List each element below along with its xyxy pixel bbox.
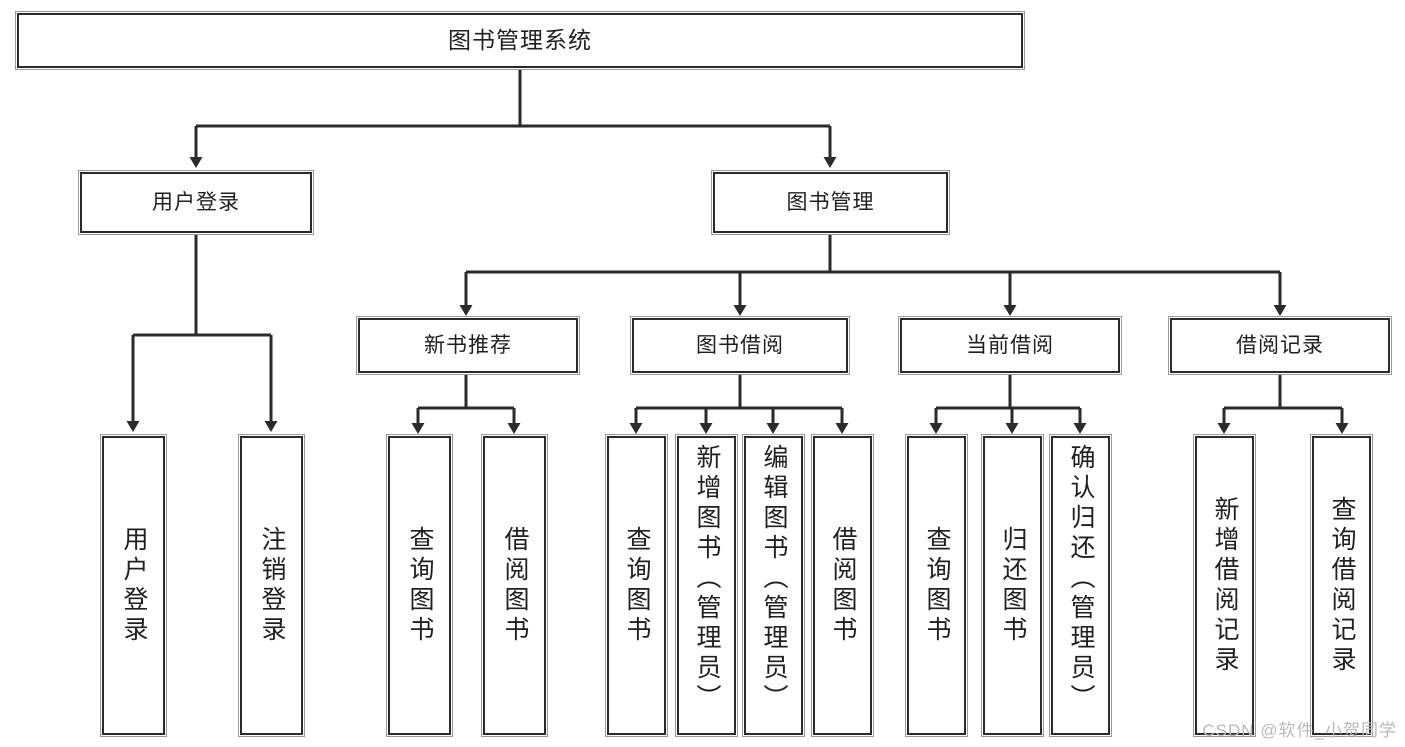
- leaf-label: 新增借阅记录: [1211, 495, 1239, 676]
- leaf-label: 查询借阅记录: [1328, 495, 1356, 676]
- leaf-borrow-edit-book[interactable]: 编辑图书（管理员）: [744, 436, 803, 735]
- leaf-recommend-query-book[interactable]: 查询图书: [388, 436, 451, 735]
- leaf-label: 查询图书: [406, 525, 434, 646]
- leaf-label: 注销登录: [258, 525, 286, 646]
- leaf-current-return-book[interactable]: 归还图书: [983, 436, 1042, 735]
- leaf-label: 查询图书: [923, 525, 951, 646]
- leaf-label: 借阅图书: [829, 525, 857, 646]
- leaf-label: 用户登录: [120, 525, 148, 646]
- leaf-record-add-record[interactable]: 新增借阅记录: [1195, 436, 1254, 735]
- node-user-login-label: 用户登录: [152, 190, 240, 214]
- node-book-management-label: 图书管理: [786, 190, 875, 214]
- leaf-label: 借阅图书: [501, 525, 529, 646]
- node-book-borrow[interactable]: 图书借阅: [632, 318, 848, 373]
- node-book-borrow-label: 图书借阅: [696, 333, 784, 357]
- leaf-current-confirm-return[interactable]: 确认归还（管理员）: [1051, 436, 1110, 735]
- leaf-label: 确认归还（管理员）: [1067, 444, 1095, 714]
- leaf-user-login-logout[interactable]: 注销登录: [240, 436, 303, 735]
- node-borrow-record-label: 借阅记录: [1236, 333, 1324, 357]
- node-current-borrow[interactable]: 当前借阅: [900, 318, 1120, 373]
- csdn-watermark: CSDN @软件_小贺同学: [1202, 721, 1397, 740]
- leaf-recommend-borrow-book[interactable]: 借阅图书: [483, 436, 546, 735]
- node-current-borrow-label: 当前借阅: [966, 333, 1054, 357]
- node-root-label: 图书管理系统: [448, 26, 592, 53]
- node-user-login[interactable]: 用户登录: [80, 172, 312, 233]
- leaf-borrow-borrow-book[interactable]: 借阅图书: [813, 436, 872, 735]
- node-new-book-recommend[interactable]: 新书推荐: [358, 318, 578, 373]
- leaf-label: 编辑图书（管理员）: [760, 444, 788, 714]
- leaf-record-query-record[interactable]: 查询借阅记录: [1312, 436, 1371, 735]
- node-borrow-record[interactable]: 借阅记录: [1170, 318, 1390, 373]
- leaf-borrow-query-book[interactable]: 查询图书: [607, 436, 666, 735]
- node-book-management[interactable]: 图书管理: [713, 172, 948, 233]
- leaf-user-login-login[interactable]: 用户登录: [102, 436, 165, 735]
- leaf-borrow-add-book[interactable]: 新增图书（管理员）: [677, 436, 736, 735]
- node-root[interactable]: 图书管理系统: [17, 13, 1023, 68]
- leaf-label: 归还图书: [999, 525, 1027, 646]
- node-new-book-recommend-label: 新书推荐: [424, 333, 512, 357]
- leaf-label: 查询图书: [623, 525, 651, 646]
- leaf-label: 新增图书（管理员）: [693, 444, 721, 714]
- leaf-current-query-book[interactable]: 查询图书: [907, 436, 966, 735]
